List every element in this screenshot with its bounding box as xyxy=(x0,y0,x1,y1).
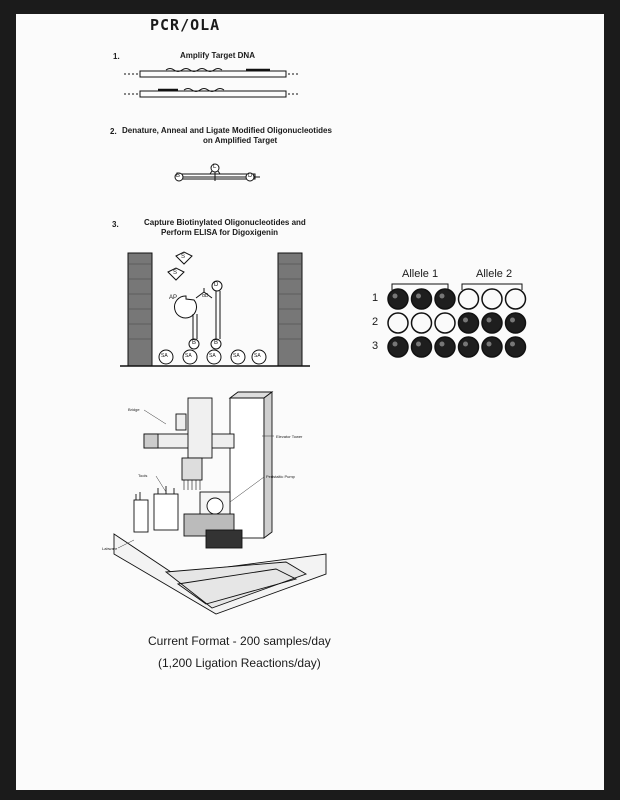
plate-well-highlight xyxy=(392,341,398,347)
plate-well xyxy=(504,336,527,358)
row-label-3: 3 xyxy=(372,340,379,352)
row-label-2: 2 xyxy=(372,316,379,328)
current-format-caption: Current Format - 200 samples/day xyxy=(148,634,331,648)
plate-well xyxy=(410,312,433,334)
amplify-dna-diagram xyxy=(124,68,298,98)
plate-well xyxy=(481,288,503,310)
plate-well xyxy=(410,336,433,358)
ligase-circle xyxy=(210,163,220,173)
plate-well xyxy=(387,336,409,358)
bridge-label: Bridge xyxy=(128,407,140,412)
ligation-diagram xyxy=(174,163,260,182)
plate-well xyxy=(457,312,480,334)
sa-label-2: SA xyxy=(185,353,192,359)
plate-well xyxy=(481,336,503,358)
plate-well xyxy=(387,312,409,334)
plate-well-highlight xyxy=(463,341,468,347)
dig-label: D xyxy=(214,282,219,288)
substrate-label-2: S xyxy=(173,270,178,276)
ligation-label-b: B xyxy=(176,173,181,179)
biotin-label-2: B xyxy=(214,340,219,346)
plate-well xyxy=(410,288,433,310)
step-3-title-line1: Capture Biotinylated Oligonucleotides an… xyxy=(144,218,306,227)
step-3-title-line2: Perform ELISA for Digoxigenin xyxy=(161,228,279,237)
plate-well-highlight xyxy=(510,341,515,347)
ligation-label-d: D xyxy=(248,173,253,179)
labware-label: Labware xyxy=(102,546,118,551)
dig-circle xyxy=(245,172,255,182)
plate-wells xyxy=(387,288,527,358)
step-2-title-line2: on Amplified Target xyxy=(203,136,278,145)
sa-label-5: SA xyxy=(254,353,261,359)
step-2-number: 2. xyxy=(110,127,117,136)
step-1-title: Amplify Target DNA xyxy=(180,51,255,60)
document-page: PCR/OLA 1. Amplify Target DNA 2. Denatur… xyxy=(16,14,604,790)
plate-well-highlight xyxy=(486,317,492,323)
enzyme-label: AP xyxy=(169,295,178,301)
elevator-tower-label: Elevator Tower xyxy=(276,434,303,439)
biotin-circle xyxy=(174,172,184,182)
sa-label-4: SA xyxy=(233,353,240,359)
plate-well xyxy=(434,312,456,334)
tools-label: Tools xyxy=(138,473,148,478)
allele-2-label: Allele 2 xyxy=(476,268,513,280)
row-label-1: 1 xyxy=(372,292,379,304)
robot-leader-lines xyxy=(117,409,274,549)
plate-well xyxy=(504,312,527,334)
plate-well-highlight xyxy=(439,293,445,299)
plate-well xyxy=(457,336,480,358)
plate-well-highlight xyxy=(416,293,421,299)
plate-well xyxy=(504,288,527,310)
plate-well xyxy=(434,288,456,310)
substrate-label-1: S xyxy=(181,254,186,260)
plate-brackets xyxy=(391,283,523,290)
biotin-label-1: B xyxy=(192,340,197,346)
step-1-number: 1. xyxy=(113,52,120,61)
plate-well xyxy=(387,288,409,310)
robot-drawing xyxy=(113,391,327,615)
step-2-title-line1: Denature, Anneal and Ligate Modified Oli… xyxy=(122,126,332,135)
sa-label-3: SA xyxy=(209,353,216,359)
plate-well-highlight xyxy=(392,293,398,299)
elisa-diagram xyxy=(120,251,310,367)
plate-well-highlight xyxy=(416,341,421,347)
ligation-label-l: L xyxy=(213,164,217,170)
plate-well xyxy=(434,336,456,358)
plate-well-highlight xyxy=(463,317,468,323)
antibody-label: αD xyxy=(202,293,209,299)
plate-well xyxy=(481,312,503,334)
plate-well-highlight xyxy=(486,341,492,347)
handwritten-title: PCR/OLA xyxy=(150,16,221,34)
allele-1-label: Allele 1 xyxy=(402,268,439,280)
plate-well xyxy=(457,288,480,310)
plate-well-highlight xyxy=(439,341,445,347)
sa-label-1: SA xyxy=(161,353,168,359)
diagram-graphics xyxy=(113,68,527,615)
peristaltic-pump-label: Peristaltic Pump xyxy=(266,474,295,479)
plate-well-highlight xyxy=(510,317,515,323)
step-3-number: 3. xyxy=(112,220,119,229)
ligation-reactions-caption: (1,200 Ligation Reactions/day) xyxy=(158,656,321,670)
